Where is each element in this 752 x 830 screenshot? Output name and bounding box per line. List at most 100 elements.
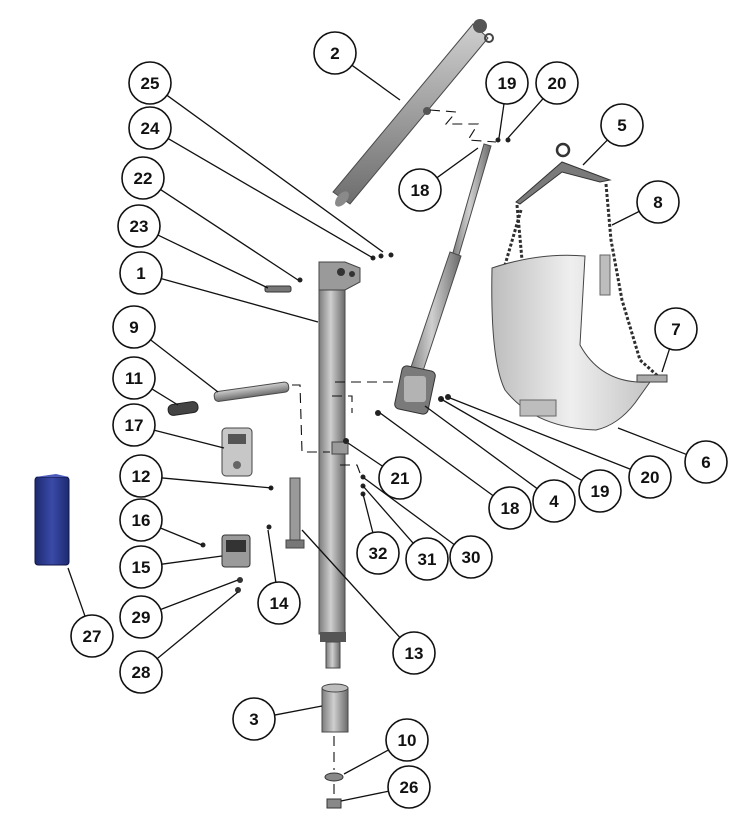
callout-number: 17 <box>125 416 144 435</box>
callout-circle <box>119 595 163 639</box>
control-box-part <box>221 427 253 477</box>
leader-line-18 <box>436 147 479 179</box>
callout-number: 21 <box>391 469 410 488</box>
callout-number: 2 <box>330 44 339 63</box>
callout-number: 27 <box>83 627 102 646</box>
callout-26: 26 <box>387 765 431 809</box>
callout-16: 16 <box>119 498 163 542</box>
callout-25: 25 <box>128 61 172 105</box>
leader-line-8 <box>611 210 640 226</box>
leader-line-2 <box>351 64 401 101</box>
callout-circle <box>449 535 493 579</box>
callout-circle <box>119 545 163 589</box>
callout-number: 19 <box>498 74 517 93</box>
leader-line-21 <box>347 442 383 467</box>
callout-number: 5 <box>617 116 626 135</box>
callout-circle <box>121 156 165 200</box>
callout-27: 27 <box>70 614 114 658</box>
leader-line-22 <box>160 189 299 281</box>
callout-28: 28 <box>119 650 163 694</box>
spreader-bar-part <box>515 142 612 205</box>
callout-circle <box>684 440 728 484</box>
callout-circle <box>392 631 436 675</box>
leader-line-25 <box>166 94 384 253</box>
callout-number: 31 <box>418 550 437 569</box>
callout-number: 1 <box>136 264 145 283</box>
callout-20: 20 <box>628 455 672 499</box>
callout-31: 31 <box>405 537 449 581</box>
callout-4: 4 <box>532 479 576 523</box>
callout-17: 17 <box>112 403 156 447</box>
callout-5: 5 <box>600 103 644 147</box>
leader-line-12 <box>161 477 273 489</box>
callout-circle <box>387 765 431 809</box>
callout-number: 16 <box>132 511 151 530</box>
base-sleeve-part <box>321 683 349 809</box>
callout-18: 18 <box>398 168 442 212</box>
callout-number: 18 <box>411 181 430 200</box>
callout-number: 12 <box>132 467 151 486</box>
callout-number: 30 <box>462 548 481 567</box>
sling-part <box>491 254 668 431</box>
callout-number: 25 <box>141 74 160 93</box>
leader-line-20 <box>449 397 631 470</box>
callout-7: 7 <box>654 307 698 351</box>
callout-circle <box>535 61 579 105</box>
callout-number: 9 <box>129 318 138 337</box>
boom-part <box>332 19 494 207</box>
callout-number: 10 <box>398 731 417 750</box>
callout-circle <box>378 456 422 500</box>
callout-circle <box>485 61 529 105</box>
callout-circle <box>488 486 532 530</box>
callout-circle <box>112 356 156 400</box>
callout-21: 21 <box>378 456 422 500</box>
callout-circle <box>385 718 429 762</box>
callout-number: 32 <box>369 544 388 563</box>
leader-line-19 <box>440 398 583 482</box>
callout-30: 30 <box>449 535 493 579</box>
leader-line-31 <box>362 485 414 544</box>
callout-circle <box>119 498 163 542</box>
callout-number: 15 <box>132 558 151 577</box>
callout-number: 4 <box>549 492 559 511</box>
callout-32: 32 <box>356 531 400 575</box>
leader-line-10 <box>343 749 389 775</box>
callout-19: 19 <box>485 61 529 105</box>
callout-2: 2 <box>313 31 357 75</box>
callout-number: 24 <box>141 119 160 138</box>
leader-line-28 <box>156 591 239 660</box>
callout-circle <box>600 103 644 147</box>
callout-number: 20 <box>641 468 660 487</box>
leader-line-18 <box>379 412 494 497</box>
callout-circle <box>654 307 698 351</box>
callout-circle <box>356 531 400 575</box>
leader-line-20 <box>507 98 544 139</box>
callout-23: 23 <box>117 204 161 248</box>
callout-number: 23 <box>130 217 149 236</box>
leader-line-16 <box>160 527 203 546</box>
callout-circle <box>257 581 301 625</box>
callout-circle <box>128 61 172 105</box>
callout-10: 10 <box>385 718 429 762</box>
leader-line-27 <box>67 567 86 617</box>
callout-number: 11 <box>125 369 143 388</box>
leader-line-5 <box>582 139 608 166</box>
callout-circle <box>628 455 672 499</box>
callout-number: 29 <box>132 608 151 627</box>
callout-circle <box>636 180 680 224</box>
callout-number: 22 <box>134 169 153 188</box>
leader-line-1 <box>161 277 319 323</box>
leader-line-7 <box>661 348 671 373</box>
leader-line-23 <box>157 234 269 289</box>
callout-19: 19 <box>578 469 622 513</box>
callout-number: 28 <box>132 663 151 682</box>
callout-12: 12 <box>119 454 163 498</box>
leader-line-30 <box>363 477 455 546</box>
callout-circle <box>232 697 276 741</box>
callout-6: 6 <box>684 440 728 484</box>
leader-line-13 <box>301 529 401 638</box>
callout-14: 14 <box>257 581 301 625</box>
callout-8: 8 <box>636 180 680 224</box>
